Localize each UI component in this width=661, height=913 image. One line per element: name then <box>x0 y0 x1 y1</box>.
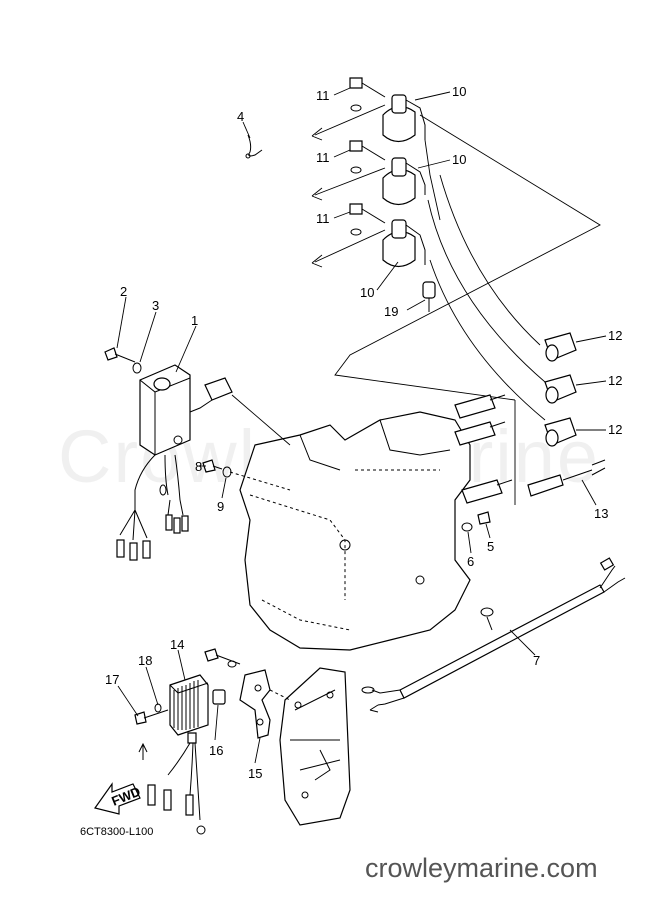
fwd-arrow: FWD <box>94 782 143 815</box>
bolt-8-washer-9 <box>202 459 291 491</box>
plug-cap-1 <box>544 332 577 362</box>
bolt-5-washer-6 <box>461 511 491 532</box>
bolt-17-washer-18 <box>134 703 169 725</box>
callout-6: 6 <box>467 554 474 569</box>
spark-plugs <box>454 394 513 504</box>
ignition-coil-bottom <box>382 219 426 268</box>
callout-12a: 12 <box>608 328 622 343</box>
callout-11c: 11 <box>316 211 330 226</box>
callout-8: 8 <box>195 459 202 474</box>
clip-4 <box>245 134 263 159</box>
cdi-wiring <box>116 454 189 561</box>
callout-14: 14 <box>170 637 184 652</box>
callout-11a: 11 <box>316 88 330 103</box>
coil-bolts <box>349 77 386 236</box>
callout-10b: 10 <box>452 152 466 167</box>
cdi-bolt-2 <box>104 347 142 374</box>
callout-9: 9 <box>217 499 224 514</box>
diagram-code: 6CT8300-L100 <box>80 826 154 838</box>
coil-wire-lines <box>334 114 601 505</box>
sensor-19 <box>422 281 436 312</box>
rectifier-regulator <box>138 674 226 835</box>
callout-15: 15 <box>248 766 262 781</box>
plug-cap-2 <box>544 374 577 404</box>
callout-numbers: 11 10 4 11 10 11 10 2 3 1 19 12 12 12 8 … <box>105 84 622 781</box>
callout-leaders <box>116 87 607 764</box>
callout-16: 16 <box>209 743 223 758</box>
callout-10c: 10 <box>360 285 374 300</box>
callout-18: 18 <box>138 653 152 668</box>
engine-block <box>239 411 471 651</box>
site-label: crowleymarine.com <box>365 853 598 883</box>
callout-12c: 12 <box>608 422 622 437</box>
callout-7: 7 <box>533 653 540 668</box>
callout-1: 1 <box>191 313 198 328</box>
ignition-coil-middle <box>382 157 426 206</box>
lower-base-plate <box>279 667 351 826</box>
callout-10a: 10 <box>452 84 466 99</box>
callout-19: 19 <box>384 304 398 319</box>
callout-2: 2 <box>120 284 127 299</box>
bracket-15 <box>204 648 291 739</box>
plug-cap-3 <box>544 417 577 447</box>
callout-12b: 12 <box>608 373 622 388</box>
ignition-coil-top <box>382 94 426 143</box>
cdi-unit <box>139 364 291 456</box>
temp-sensor-13 <box>527 459 606 497</box>
callout-11b: 11 <box>316 150 330 165</box>
callout-4: 4 <box>237 109 244 124</box>
callout-5: 5 <box>487 539 494 554</box>
callout-13: 13 <box>594 506 608 521</box>
wire-harness-7 <box>361 557 626 713</box>
coil-ground-arrows <box>311 104 386 268</box>
callout-17: 17 <box>105 672 119 687</box>
callout-3: 3 <box>152 298 159 313</box>
fwd-label: FWD <box>109 784 142 809</box>
